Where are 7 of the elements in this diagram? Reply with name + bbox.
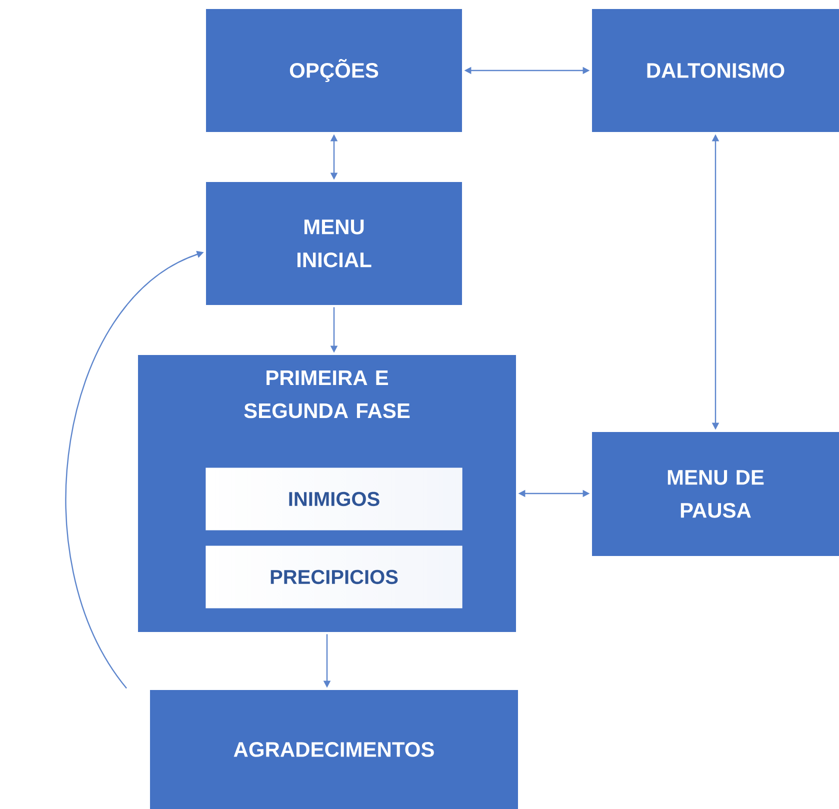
inner-box: PRECIPICIOS: [206, 546, 462, 608]
process-box: DALTONISMO: [592, 9, 839, 132]
process-box: AGRADECIMENTOS: [150, 690, 518, 809]
process-box: MENU INICIAL: [206, 182, 462, 305]
process-box: MENU DE PAUSA: [592, 432, 839, 556]
process-box: OPÇÕES: [206, 9, 462, 132]
inner-box: INIMIGOS: [206, 468, 462, 530]
